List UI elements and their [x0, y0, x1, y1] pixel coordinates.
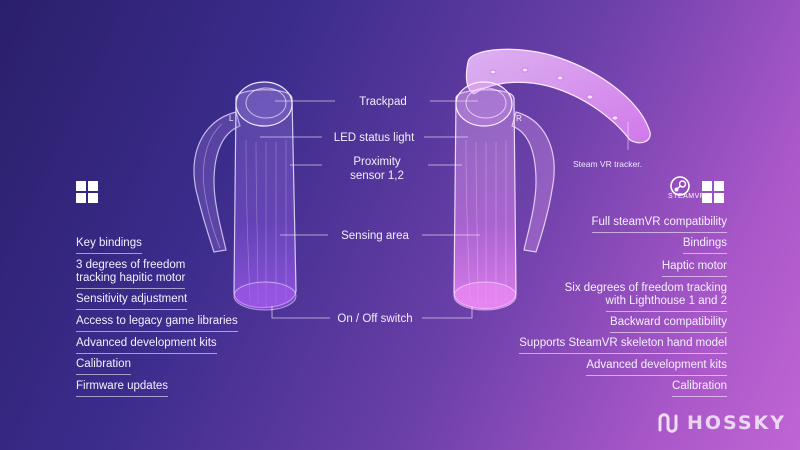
- right-controller-mark: R: [516, 114, 522, 123]
- right-strap: [511, 111, 555, 253]
- left-feature-item: Calibration: [76, 357, 131, 375]
- right-feature-item: Full steamVR compatibility: [591, 215, 727, 233]
- left-feature-item: Sensitivity adjustment: [76, 292, 188, 310]
- right-feature-item: Calibration: [672, 379, 727, 397]
- windows-icon: [702, 181, 724, 203]
- callout-sensing-area: Sensing area: [341, 230, 409, 242]
- brand-name: HOSSKY: [686, 412, 786, 434]
- right-feature-item: Haptic motor: [661, 259, 727, 277]
- callout-led-status-light: LED status light: [333, 132, 415, 144]
- left-feature-item: 3 degrees of freedom: [76, 259, 186, 271]
- left-feature-item: Key bindings: [76, 236, 142, 254]
- windows-icon: [76, 181, 98, 203]
- left-controller-mark: L: [229, 114, 234, 123]
- hossky-logo-icon: [658, 413, 678, 433]
- right-feature-item: Backward compatibility: [610, 315, 727, 333]
- callout-proximity-line2: sensor 1,2: [350, 170, 404, 182]
- right-feature-item: Bindings: [682, 236, 727, 254]
- left-feature-item: Advanced development kits: [76, 336, 217, 354]
- callout-trackpad: Trackpad: [359, 96, 407, 108]
- right-feature-item: Advanced development kits: [586, 358, 727, 376]
- callout-on-off-switch: On / Off switch: [337, 313, 413, 325]
- steamvr-tracker-label: Steam VR tracker.: [573, 159, 642, 169]
- right-feature-item: Supports SteamVR skeleton hand model: [519, 336, 727, 354]
- right-feature-item: with Lighthouse 1 and 2: [605, 294, 727, 312]
- right-feature-item: Six degrees of freedom tracking: [564, 282, 727, 294]
- steamvr-badge-text: STEAMVR: [668, 193, 706, 200]
- left-feature-item: tracking hapitic motor: [76, 271, 186, 289]
- callout-proximity-line1: Proximity: [353, 156, 401, 168]
- steam-icon: [670, 176, 690, 196]
- brand-logo: HOSSKY: [655, 410, 786, 436]
- left-feature-item: Firmware updates: [76, 379, 169, 397]
- left-feature-item: Access to legacy game libraries: [76, 314, 238, 332]
- left-strap: [193, 111, 241, 253]
